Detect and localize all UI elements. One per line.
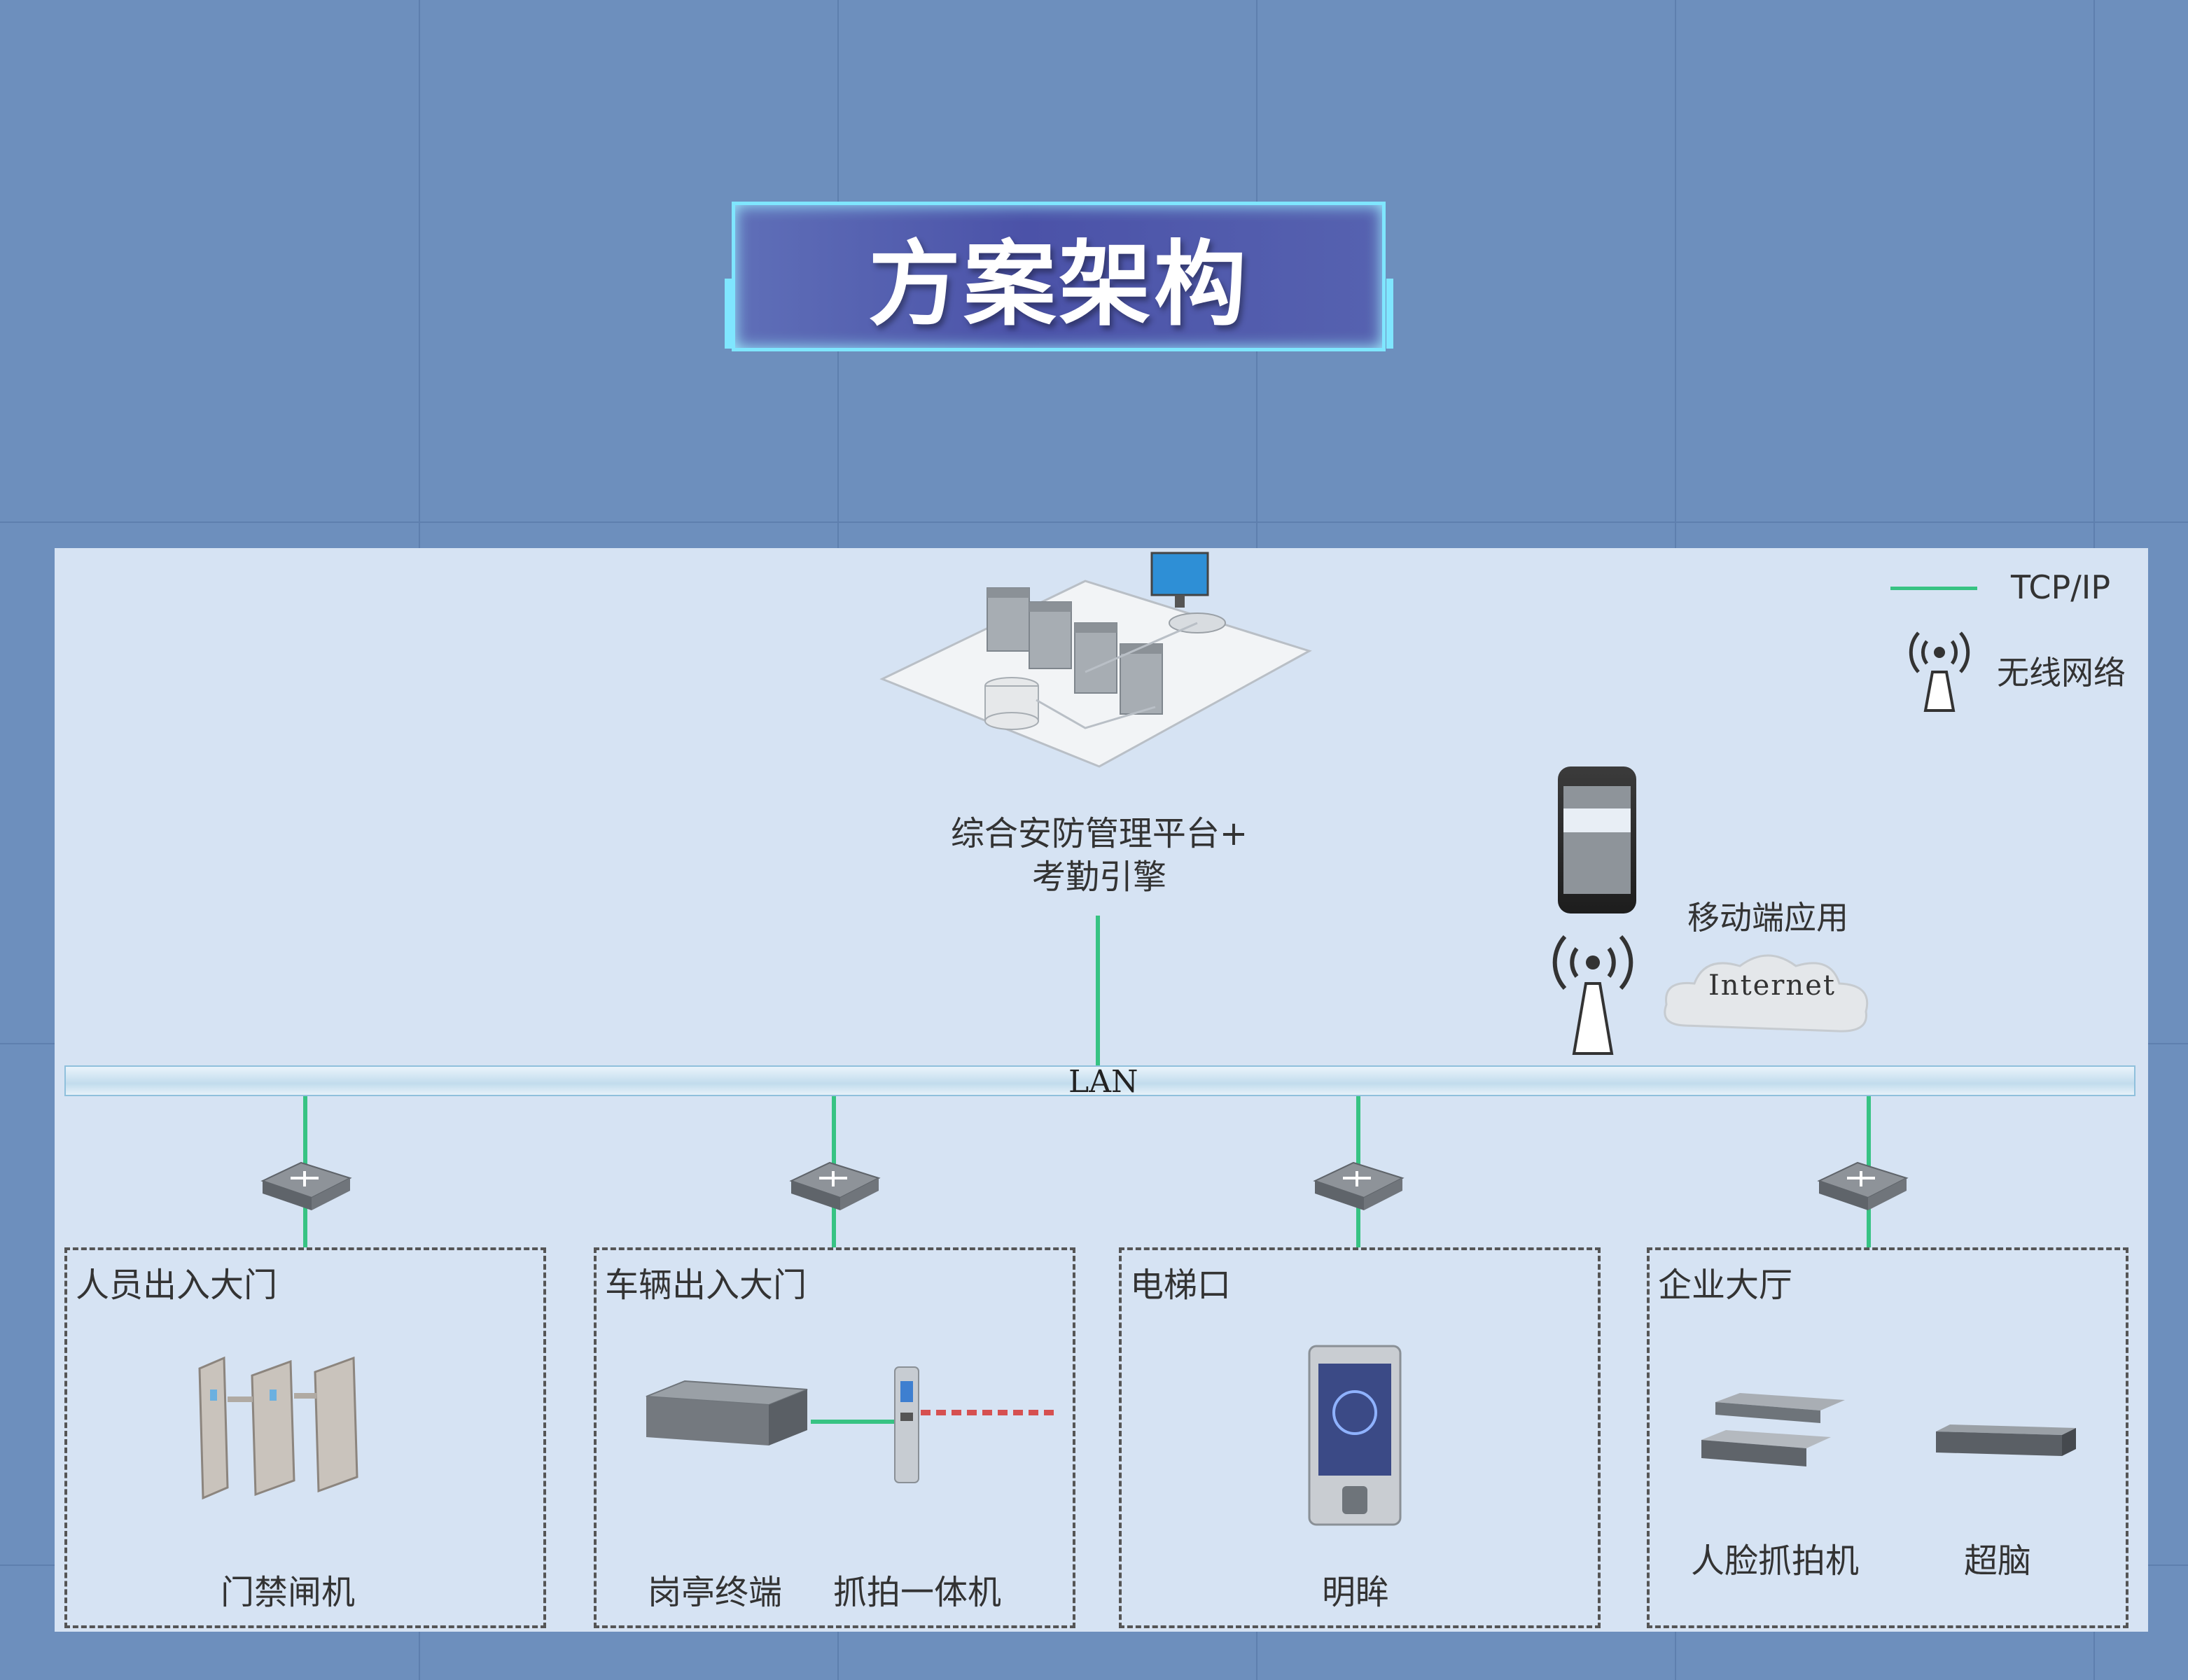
legend-tcp-line: [1890, 587, 1977, 590]
zone-elevator: 电梯口: [1119, 1247, 1601, 1628]
booth-terminal-icon: [643, 1376, 811, 1455]
device-link: [811, 1420, 895, 1424]
device-label: 岗亭终端: [648, 1573, 783, 1612]
server-cluster-icon: [875, 546, 1323, 780]
wireless-tower-icon: [1547, 924, 1638, 1060]
device-label: 门禁闸机: [221, 1573, 356, 1612]
network-switch-icon: [1816, 1158, 1910, 1217]
device-label: 抓拍一体机: [833, 1573, 1002, 1612]
title-decoration: [1386, 279, 1393, 349]
device-label: 人脸抓拍机: [1691, 1541, 1860, 1581]
legend-wireless-label: 无线网络: [1997, 654, 2126, 692]
lan-label: LAN: [1068, 1064, 1138, 1100]
zone-lobby: 企业大厅: [1647, 1247, 2128, 1628]
zone-title: 人员出入大门: [76, 1266, 278, 1305]
zone-title: 电梯口: [1130, 1266, 1232, 1305]
platform-label: 综合安防管理平台+ 考勤引擎: [896, 812, 1302, 899]
device-label: 超脑: [1964, 1541, 2032, 1581]
network-switch-icon: [259, 1158, 354, 1217]
platform-label-line2: 考勤引擎: [1031, 858, 1166, 897]
title-decoration: [725, 279, 732, 349]
network-switch-icon: [1311, 1158, 1406, 1217]
barrier-camera-icon: [889, 1364, 1061, 1489]
page-title: 方案架构: [868, 230, 1249, 339]
zone-personnel-gate: 人员出入大门: [64, 1247, 546, 1628]
phone-screen-banner: [1563, 808, 1631, 832]
face-terminal-icon: [1306, 1343, 1404, 1531]
platform-link: [1096, 916, 1100, 1067]
zone-title: 企业大厅: [1658, 1266, 1793, 1305]
internet-label: Internet: [1708, 969, 1836, 1002]
device-label: 明眸: [1322, 1573, 1390, 1612]
zone-title: 车辆出入大门: [605, 1266, 807, 1305]
turnstile-gate-icon: [186, 1348, 375, 1511]
wireless-tower-icon: [1904, 623, 1974, 717]
title-banner: 方案架构: [732, 202, 1386, 351]
smartphone-icon: [1558, 766, 1636, 913]
cloud-icon: [1656, 941, 1880, 1049]
network-switch-icon: [788, 1158, 882, 1217]
zone-vehicle-gate: 车辆出入大门: [594, 1247, 1075, 1628]
platform-label-line1: 综合安防管理平台+: [950, 814, 1248, 853]
mobile-app-label: 移动端应用: [1687, 899, 1848, 937]
legend-tcp-label: TCP/IP: [2011, 568, 2111, 606]
grid-line: [0, 522, 2188, 523]
nvr-superbrain-icon: [1932, 1421, 2079, 1466]
lan-bus: [64, 1065, 2135, 1096]
face-camera-icon: [1698, 1390, 1848, 1480]
phone-screen: [1563, 786, 1631, 894]
